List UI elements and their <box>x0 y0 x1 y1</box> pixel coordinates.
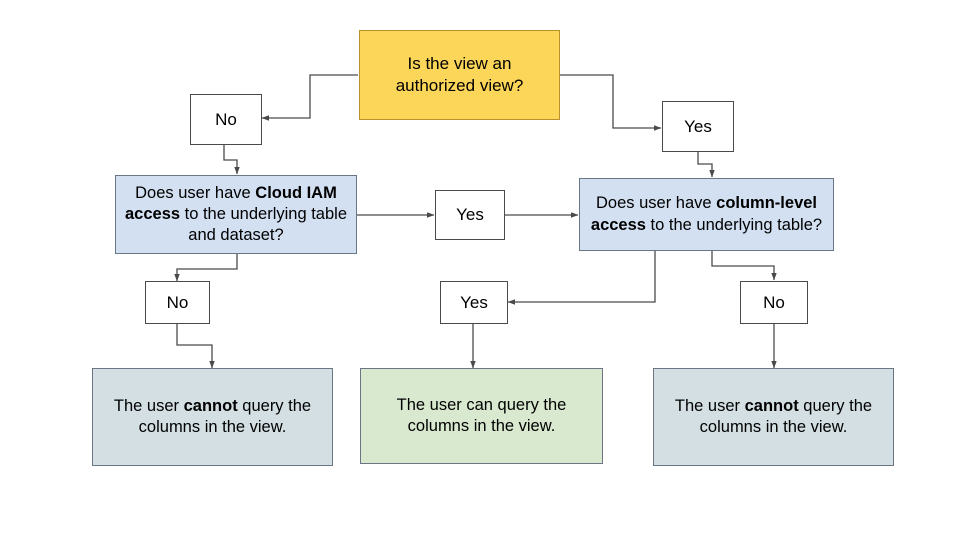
edge-no-to-cloudiam <box>223 145 240 175</box>
label-no-column-level-text: No <box>763 292 785 312</box>
result-cannot-query-left-text: The user cannot query the columns in the… <box>113 396 312 436</box>
label-yes-column-level-text: Yes <box>460 292 488 312</box>
label-no-cloud-iam[interactable]: No <box>145 281 210 324</box>
label-yes-cloud-iam-text: Yes <box>456 205 484 225</box>
edge-no-to-result-left <box>176 323 215 369</box>
label-yes-authorized-view-text: Yes <box>684 116 712 136</box>
decision-cloud-iam-access-label: Does user have Cloud IAM access to the u… <box>124 183 347 245</box>
decision-column-level-access[interactable]: Does user have column-level access to th… <box>579 178 834 251</box>
decision-cloud-iam-access[interactable]: Does user have Cloud IAM access to the u… <box>115 175 357 254</box>
edge-authorized-to-yes <box>560 74 662 131</box>
edge-columnlevel-to-yes <box>507 250 656 305</box>
result-cannot-query-right[interactable]: The user cannot query the columns in the… <box>653 368 894 466</box>
label-no-authorized-view[interactable]: No <box>190 94 262 145</box>
label-yes-column-level[interactable]: Yes <box>440 281 508 324</box>
result-cannot-query-left[interactable]: The user cannot query the columns in the… <box>92 368 333 466</box>
label-no-authorized-view-text: No <box>215 109 237 129</box>
edge-yes-to-columnlevel <box>697 152 715 178</box>
result-cannot-query-right-text: The user cannot query the columns in the… <box>674 396 873 436</box>
edge-cloudiam-to-no <box>174 254 238 282</box>
edge-authorized-to-no <box>261 74 358 121</box>
label-no-cloud-iam-text: No <box>166 292 189 312</box>
decision-column-level-access-label: Does user have column-level access to th… <box>590 194 823 234</box>
edge-columnlevel-to-no <box>711 250 777 281</box>
label-yes-cloud-iam[interactable]: Yes <box>435 190 505 240</box>
label-no-column-level[interactable]: No <box>740 281 808 324</box>
label-yes-authorized-view[interactable]: Yes <box>662 101 734 152</box>
